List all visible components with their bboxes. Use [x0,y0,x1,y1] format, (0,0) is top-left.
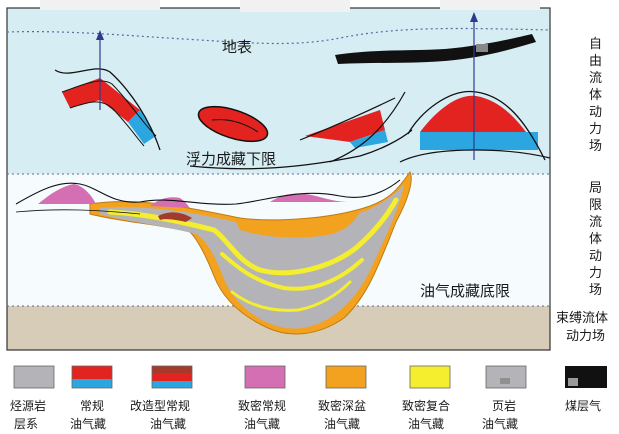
source-rock-swatch [13,365,55,389]
zone-char: 动 [589,105,602,120]
legend-label: 常规 [80,398,104,413]
legend-label: 油气藏 [150,416,186,431]
legend-label: 烃源岩 [10,398,46,413]
well-left-marker [96,30,104,40]
legend-label: 页岩 [492,398,516,413]
legend-label: 改造型常规 [130,398,190,413]
zone-char: 体 [589,232,602,247]
conventional-reservoir-left [54,68,161,151]
zone-line: 动力场 [566,329,605,344]
zone-char: 场 [589,139,602,154]
zone-line: 束缚流体 [556,310,608,326]
tight-conventional-swatch [244,365,286,389]
free-fluid-zone-caption: 自 由 流 体 动 力 场 [589,37,602,154]
bound-fluid-zone-caption: 束缚流体 动力场 [556,310,608,344]
conventional-anticline-right [399,90,551,163]
strata-line-confined-2 [15,209,141,215]
tight-composite-swatch [409,365,451,389]
zone-char: 限 [589,198,602,213]
legend-label: 层系 [14,417,38,431]
zone-char: 力 [589,122,602,137]
legend-label: 致密深盆 [318,398,366,413]
legend-label: 油气藏 [244,416,280,431]
conventional-swatch [71,365,113,389]
tight-conventional-left [38,184,96,204]
conventional-wedge [299,91,406,163]
strata-line-confined-1 [15,179,401,205]
legend-label: 致密复合 [402,398,450,413]
coalbed-methane-swatch [565,366,607,388]
buoyancy-limit-curve [189,129,413,170]
modified-conventional-swatch [151,365,193,389]
tight-deep-basin-swatch [325,365,367,389]
zone-char: 力 [589,266,602,281]
zone-char: 体 [589,88,602,103]
zone-char: 流 [589,71,602,86]
zone-char: 局 [589,181,602,196]
legend-label: 油气藏 [408,416,444,431]
zone-char: 自 [589,37,602,52]
modified-conventional-lens [197,105,269,143]
zone-char: 由 [589,54,602,69]
legend: 烃源岩 层系 常规 油气藏 改造型常规 油气藏 致密常规 油气藏 致密深盆 油气… [10,365,607,431]
buoyancy-limit-label: 浮力成藏下限 [186,150,276,168]
coalbed-methane-marker [476,44,488,52]
tight-conventional-right [270,193,348,202]
surface-label: 地表 [222,38,252,56]
well-right-marker [470,12,478,22]
zone-char: 动 [589,249,602,264]
legend-label: 油气藏 [324,416,360,431]
coalbed-methane-seam [335,34,536,64]
legend-label: 致密常规 [238,398,286,413]
shale-swatch [485,365,527,389]
bottom-limit-label: 油气成藏底限 [420,282,510,300]
confined-fluid-zone-caption: 局 限 流 体 动 力 场 [589,181,602,298]
modified-conventional-small [158,212,192,222]
zone-char: 场 [589,283,602,298]
zone-char: 流 [589,215,602,230]
legend-label: 油气藏 [482,416,518,431]
legend-label: 油气藏 [70,416,106,431]
watermark-shapes [40,0,540,12]
legend-label: 煤层气 [565,398,601,413]
